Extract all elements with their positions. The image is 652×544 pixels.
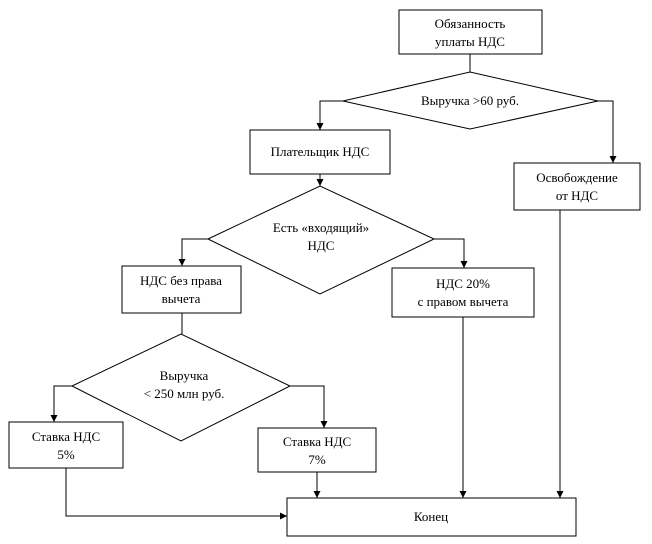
node-rate5-line2: 5% xyxy=(57,447,75,462)
decision-revenue250-check-line2: < 250 млн руб. xyxy=(144,386,225,401)
decision-input-vat-check-line2: НДС xyxy=(308,238,335,253)
node-duty-line2: уплаты НДС xyxy=(435,34,505,49)
node-exemption: Освобождение от НДС xyxy=(513,162,641,211)
node-exemption-line2: от НДС xyxy=(556,188,598,203)
node-payer: Плательщик НДС xyxy=(249,129,391,175)
node-duty: Обязанность уплаты НДС xyxy=(398,9,543,55)
node-rate5-line1: Ставка НДС xyxy=(32,429,100,444)
node-vat20: НДС 20% с правом вычета xyxy=(391,267,535,318)
node-duty-line1: Обязанность xyxy=(435,16,506,31)
connectors xyxy=(50,54,617,520)
node-rate5: Ставка НДС 5% xyxy=(8,421,124,469)
node-vat20-line1: НДС 20% xyxy=(436,276,490,291)
decision-revenue-check-label: Выручка >60 руб. xyxy=(421,93,519,108)
edge-revenue-check-to-payer xyxy=(316,100,343,130)
node-no-deduction-line2: вычета xyxy=(162,291,201,306)
decision-input-vat-check-line1: Есть «входящий» xyxy=(273,220,369,235)
edge-revenue250-check-to-rate5 xyxy=(50,385,72,422)
node-end-label: Конец xyxy=(414,509,448,524)
node-rate7: Ставка НДС 7% xyxy=(257,427,377,473)
decision-revenue-check: Выручка >60 руб. xyxy=(342,71,599,130)
edge-revenue-check-to-exemption xyxy=(598,100,617,163)
edge-input-vat-check-to-vat20 xyxy=(434,238,468,268)
node-vat20-line2: с правом вычета xyxy=(418,294,509,309)
edge-revenue250-check-to-rate7 xyxy=(290,385,328,428)
decision-revenue250-check-line1: Выручка xyxy=(160,368,209,383)
node-no-deduction: НДС без права вычета xyxy=(121,265,242,314)
node-payer-label: Плательщик НДС xyxy=(271,144,370,159)
node-rate7-line2: 7% xyxy=(308,452,326,467)
decision-input-vat-check: Есть «входящий» НДС xyxy=(206,185,436,295)
edge-rate5-to-end xyxy=(65,468,287,520)
node-end: Конец xyxy=(286,497,577,537)
edge-input-vat-check-to-no-deduction xyxy=(178,238,208,266)
decision-revenue250-check: Выручка < 250 млн руб. xyxy=(70,333,292,442)
node-no-deduction-line1: НДС без права xyxy=(140,273,222,288)
node-rate7-line1: Ставка НДС xyxy=(283,434,351,449)
node-exemption-line1: Освобождение xyxy=(536,170,618,185)
